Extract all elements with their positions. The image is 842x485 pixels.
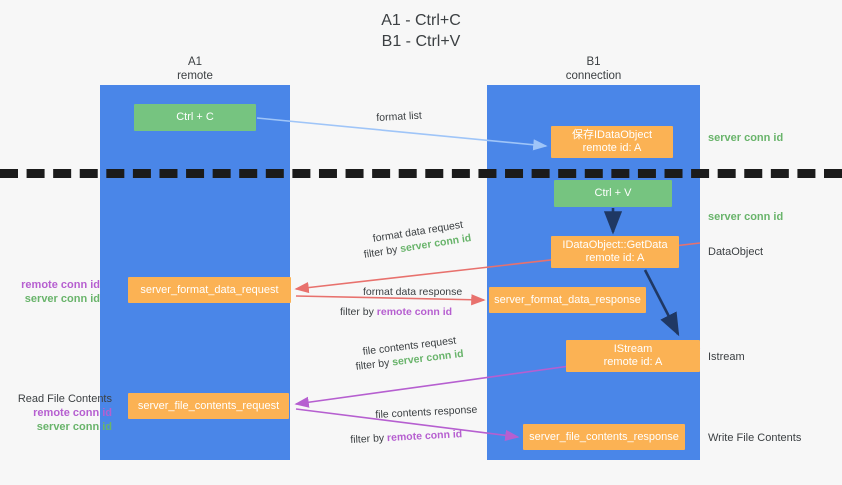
edge-label-file-contents-response: file contents response	[375, 403, 478, 421]
annotation-read-file-contents: Read File Contents remote conn id server…	[8, 392, 112, 434]
node-save-idataobject[interactable]: 保存IDataObject remote id: A	[551, 126, 673, 158]
node-server-file-contents-response[interactable]: server_file_contents_response	[523, 424, 685, 450]
filter-prefix: filter by	[355, 356, 393, 373]
edge-label-format-list: format list	[376, 109, 423, 124]
edge-label-file-contents-response-filter: filter by remote conn id	[350, 428, 463, 447]
node-ctrl-c[interactable]: Ctrl + C	[134, 104, 256, 131]
annotation-dataobject: DataObject	[708, 246, 764, 258]
annotation-server-conn-id-second: server conn id	[708, 211, 784, 223]
node-ctrl-v[interactable]: Ctrl + V	[554, 180, 672, 207]
annotation-server-conn-id-top: server conn id	[708, 132, 784, 144]
annotation-istream: Istream	[708, 351, 745, 363]
remote-conn-id-token: remote conn id	[386, 428, 463, 445]
remote-conn-id-label: remote conn id	[21, 279, 100, 291]
server-conn-id-label: server conn id	[36, 421, 112, 433]
node-server-format-data-response[interactable]: server_format_data_response	[489, 287, 646, 313]
page-title: A1 - Ctrl+C B1 - Ctrl+V	[381, 12, 461, 50]
node-server-format-data-request[interactable]: server_format_data_request	[128, 277, 291, 303]
read-file-contents-label: Read File Contents	[17, 393, 112, 405]
filter-prefix: filter by	[350, 432, 388, 446]
swimlane-a1-header: A1 remote	[177, 56, 213, 82]
edge-label-format-data-response-filter: filter by remote conn id	[340, 306, 452, 319]
remote-conn-id-token: remote conn id	[376, 306, 453, 318]
filter-prefix: filter by	[363, 243, 402, 261]
annotation-write-file-contents: Write File Contents	[708, 432, 802, 444]
annotation-conn-ids-upper: remote conn id server conn id	[8, 278, 100, 306]
node-istream[interactable]: IStream remote id: A	[566, 340, 700, 372]
node-server-file-contents-request[interactable]: server_file_contents_request	[128, 393, 289, 419]
server-conn-id-label: server conn id	[24, 293, 100, 305]
filter-prefix: filter by	[340, 306, 377, 318]
swimlane-b1-header: B1 connection	[565, 56, 622, 82]
edge-label-format-data-response: format data response	[363, 286, 463, 298]
remote-conn-id-label: remote conn id	[33, 407, 112, 419]
node-idataobject-getdata[interactable]: IDataObject::GetData remote id: A	[551, 236, 679, 268]
phase-divider	[0, 169, 842, 178]
